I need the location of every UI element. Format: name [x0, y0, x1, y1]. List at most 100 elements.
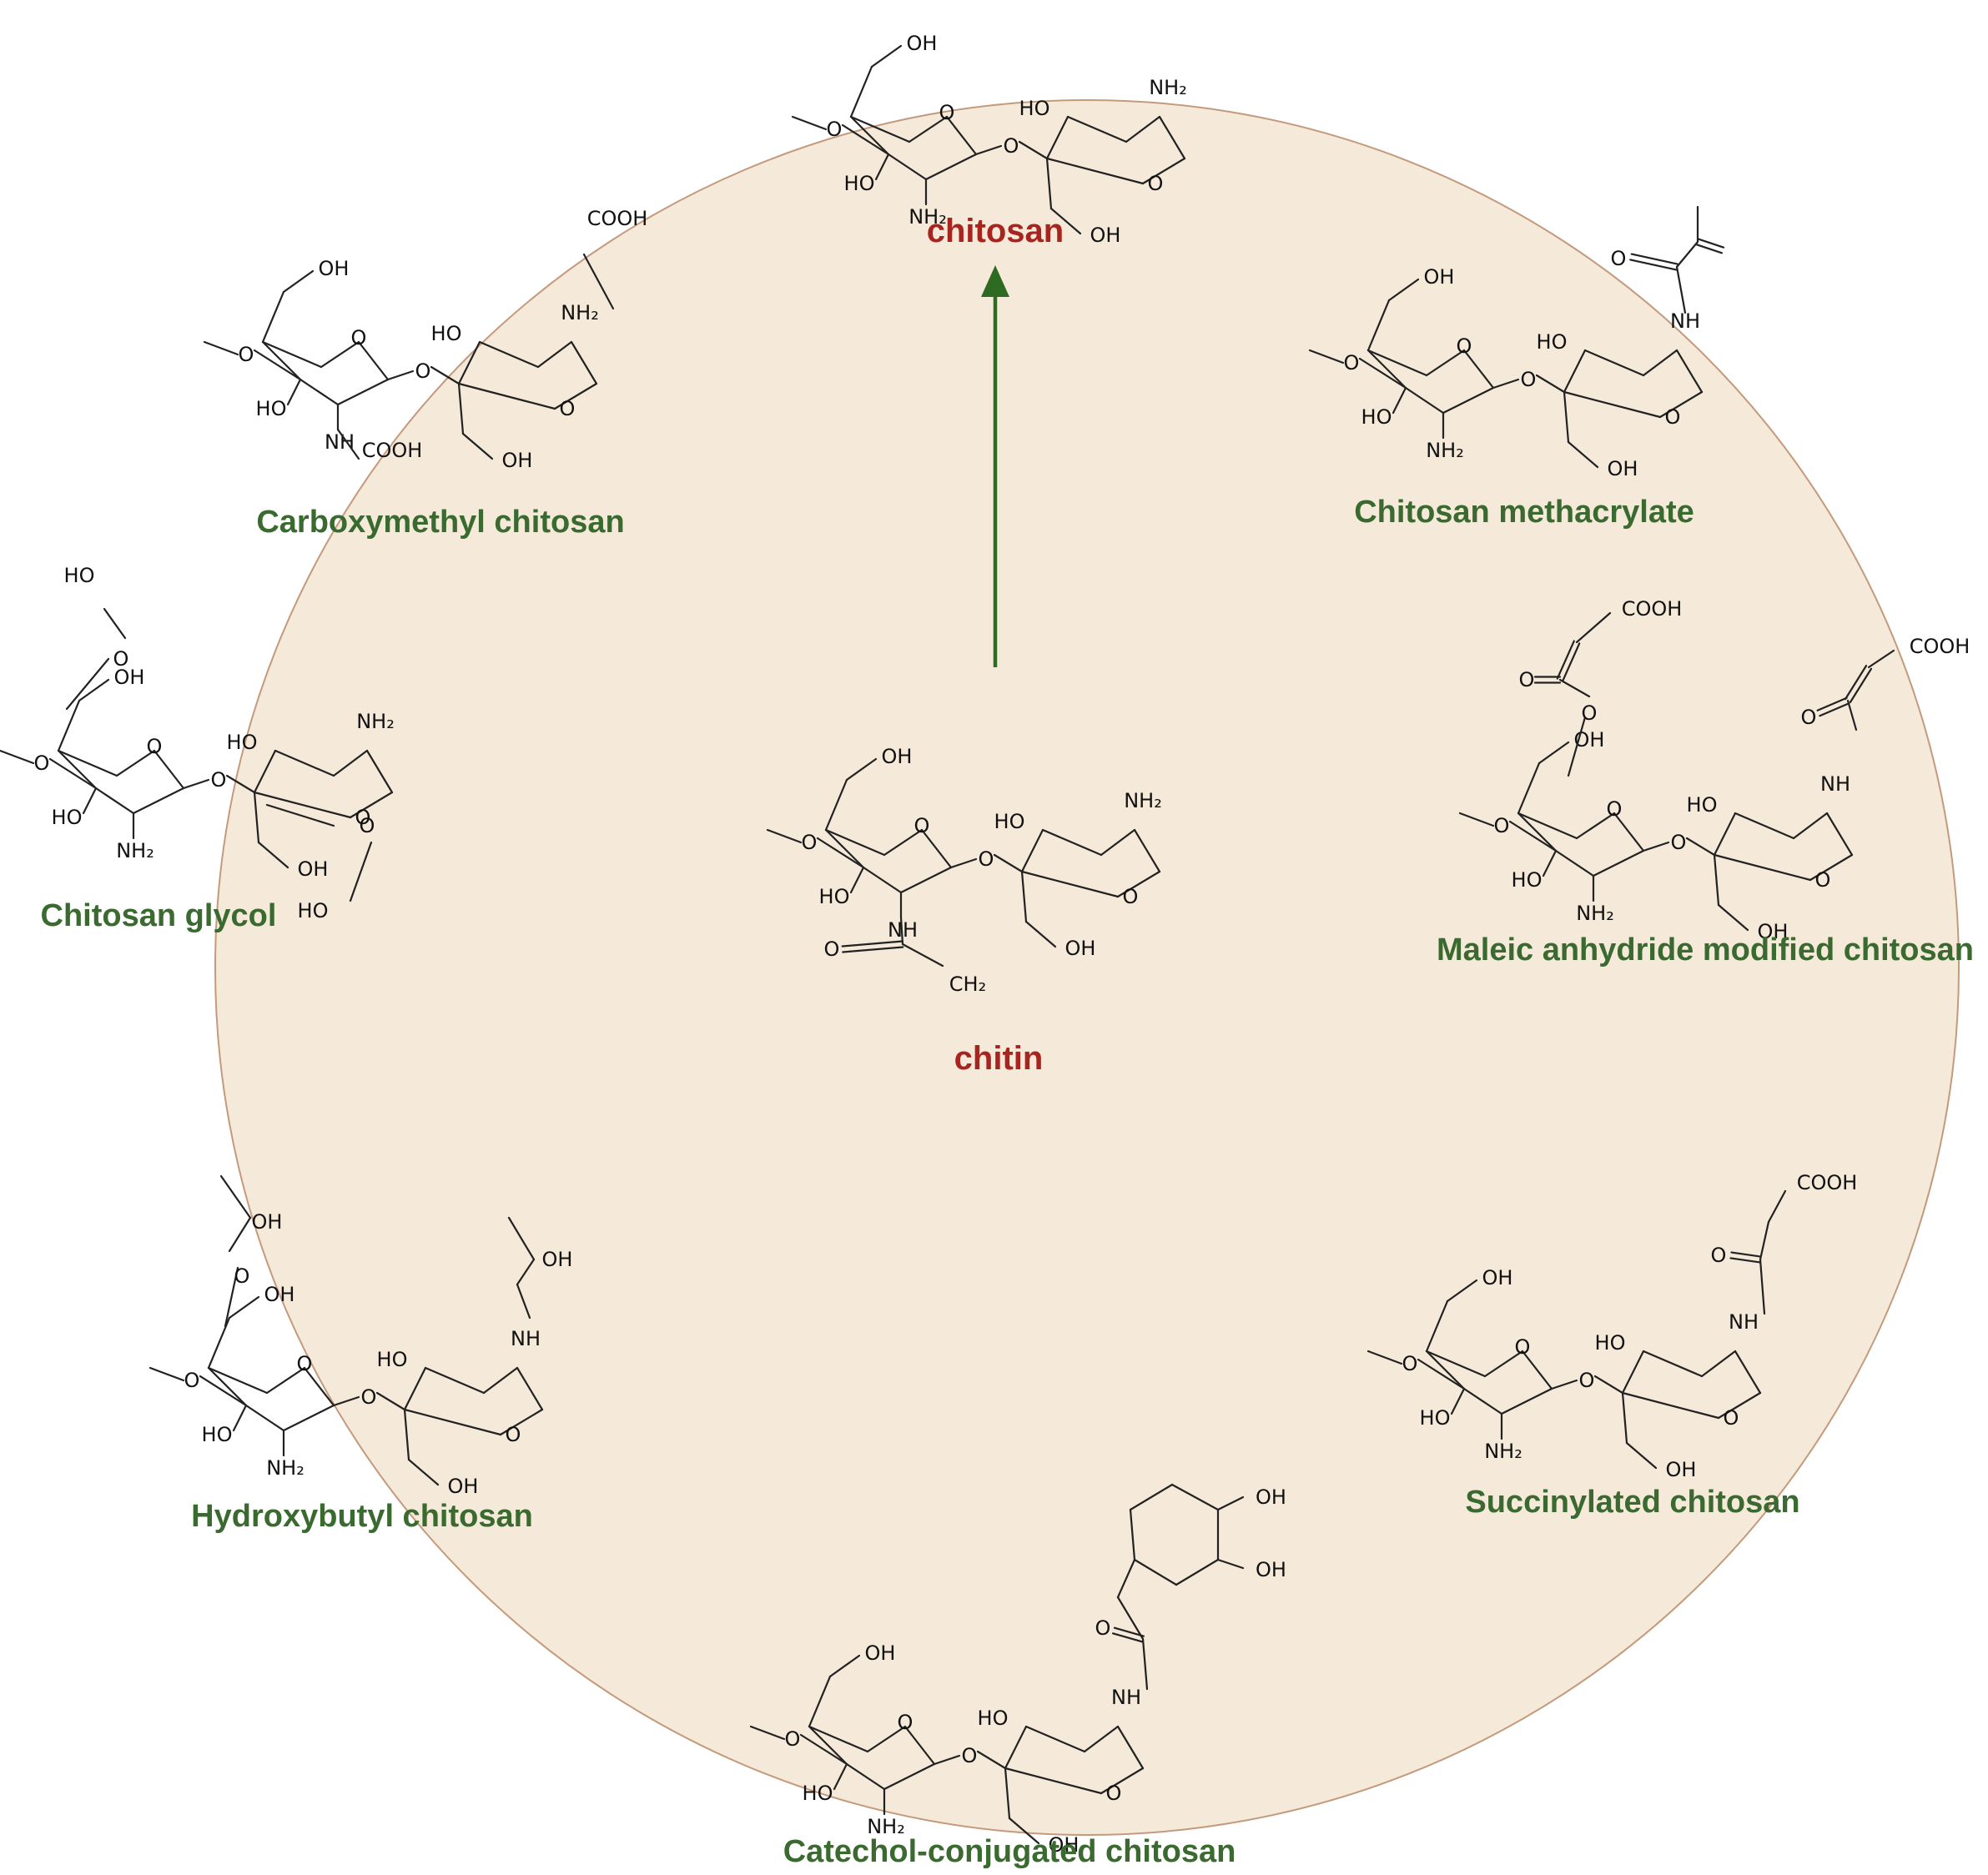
bond	[1129, 1508, 1136, 1561]
bond	[1008, 1817, 1040, 1845]
bond	[403, 1408, 410, 1461]
atom-label: HO	[803, 1782, 833, 1805]
atom-label: OH	[264, 1283, 295, 1306]
bond	[1713, 812, 1737, 857]
atom-label: NH	[325, 430, 355, 454]
atom-label: O	[1402, 1352, 1418, 1375]
carboxymethyl-chitosan-label: Carboxymethyl chitosan	[256, 505, 624, 540]
atom-label: O	[234, 1264, 250, 1288]
bond	[1116, 870, 1161, 898]
bond	[1020, 870, 1120, 898]
bond	[1535, 374, 1566, 394]
bond	[1685, 837, 1716, 857]
bond	[1713, 853, 1812, 882]
bond	[976, 1750, 1007, 1770]
atom-label: O	[506, 1423, 521, 1446]
bond	[808, 1675, 832, 1728]
bond	[332, 1395, 360, 1407]
atom-label: COOH	[362, 439, 423, 462]
bond	[799, 1733, 848, 1766]
bond	[261, 340, 323, 369]
atom-label: O	[1611, 247, 1627, 270]
atom-label: O	[898, 1711, 913, 1734]
bond	[849, 65, 873, 118]
bond	[286, 378, 302, 406]
bond	[870, 44, 903, 68]
bond	[457, 382, 465, 435]
bond	[808, 1725, 848, 1766]
bond	[1308, 349, 1345, 364]
bond	[57, 699, 81, 752]
bond	[1567, 716, 1587, 777]
bond	[507, 1216, 536, 1261]
bond	[1024, 920, 1057, 948]
bond	[386, 369, 415, 381]
atom-label: NH₂	[908, 205, 947, 229]
bond	[1700, 1350, 1737, 1378]
bond	[1045, 157, 1053, 210]
bond	[57, 749, 98, 790]
atom-label: O	[1521, 368, 1537, 391]
bond	[1450, 1387, 1466, 1415]
chitosan-methacrylate-label: Chitosan methacrylate	[1354, 495, 1694, 530]
bond	[274, 749, 335, 777]
bond	[1083, 1725, 1120, 1753]
bond	[320, 340, 360, 369]
bond	[103, 607, 127, 640]
bond	[1020, 870, 1028, 923]
bond	[1563, 390, 1570, 444]
bond	[824, 778, 848, 832]
bond	[1767, 1189, 1787, 1224]
atom-label: NH₂	[356, 710, 395, 733]
atom-label: HO	[227, 731, 258, 754]
atom-label: HO	[994, 810, 1025, 833]
atom-label: OH	[1608, 457, 1638, 480]
atom-label: O	[939, 101, 955, 124]
bond	[1675, 240, 1699, 269]
bond	[349, 841, 373, 902]
bond	[153, 749, 185, 790]
bond	[1517, 762, 1541, 815]
bond	[553, 382, 598, 410]
bond	[516, 1283, 531, 1320]
bond	[457, 340, 481, 385]
bond	[1816, 696, 1848, 711]
atom-label: HO	[1595, 1331, 1626, 1355]
atom-label: HO	[64, 564, 95, 587]
atom-label: OH	[1256, 1485, 1286, 1509]
atom-label: HO	[978, 1707, 1009, 1730]
bond	[1141, 1637, 1149, 1691]
bond	[1592, 849, 1645, 877]
atom-label: OH	[502, 449, 533, 472]
atom-label: NH₂	[266, 1456, 304, 1480]
bond	[1658, 390, 1704, 419]
bond	[1049, 207, 1082, 235]
atom-label: O	[1106, 1782, 1122, 1805]
bond	[1621, 1391, 1720, 1420]
bond	[1018, 140, 1049, 160]
maleic-anhydride-chitosan-label: Maleic anhydride modified chitosan	[1437, 932, 1974, 968]
bond	[65, 657, 110, 711]
bond	[933, 1754, 961, 1766]
atom-label: O	[1582, 701, 1598, 725]
atom-label: HO	[1537, 330, 1568, 354]
bond	[1717, 903, 1749, 932]
bond	[403, 1366, 427, 1411]
bond	[349, 791, 394, 819]
bond	[883, 1762, 936, 1791]
atom-label: HO	[1361, 405, 1392, 429]
bond	[94, 787, 135, 815]
atom-label: COOH	[1797, 1171, 1858, 1194]
bond	[1141, 157, 1186, 185]
atom-label: O	[1515, 1335, 1531, 1359]
bond	[1825, 812, 1854, 857]
bond	[253, 749, 277, 794]
atom-label: COOH	[1910, 635, 1970, 658]
bond	[949, 857, 978, 869]
bond	[1125, 115, 1161, 143]
bond	[228, 1295, 260, 1320]
bond	[1575, 812, 1616, 840]
bond	[766, 828, 803, 844]
